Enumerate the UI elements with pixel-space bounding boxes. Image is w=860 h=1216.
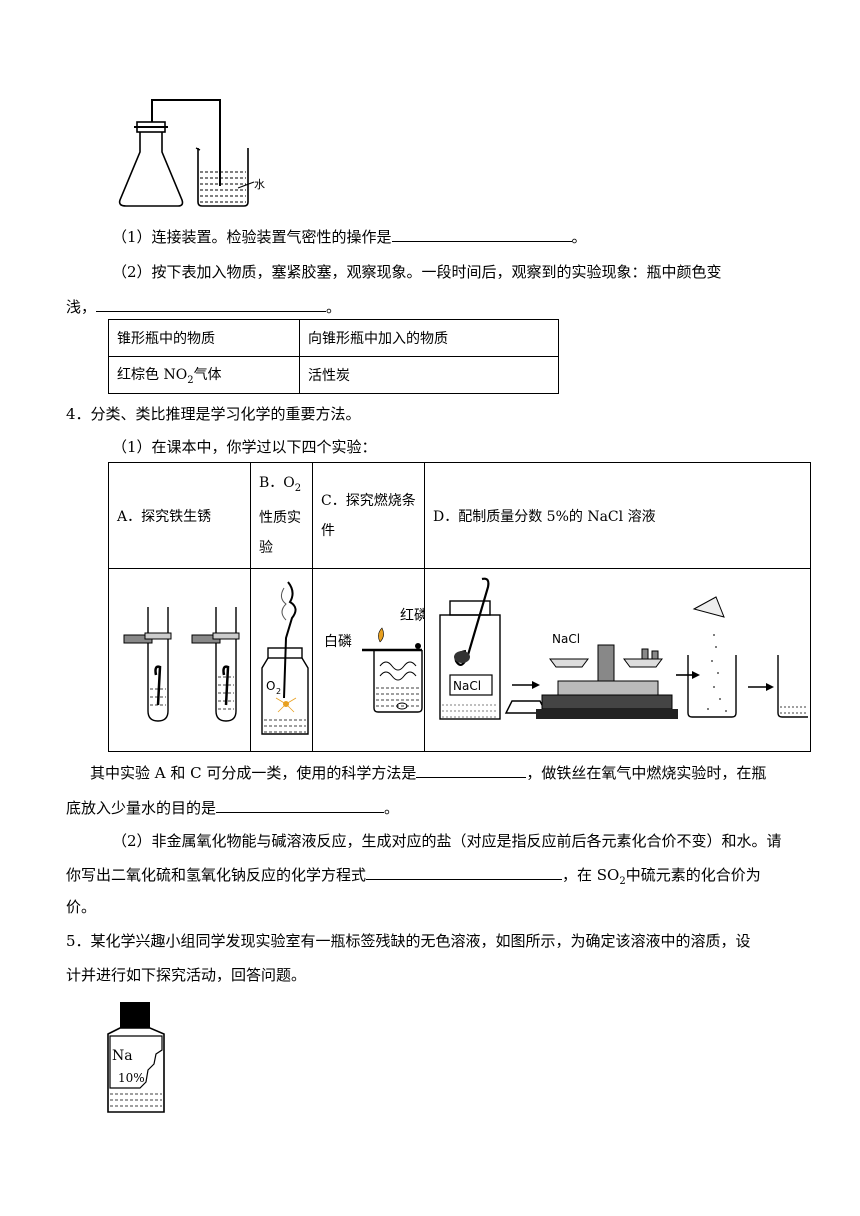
bottle-label-na: Na [112,1048,133,1064]
q4-part1: （1）在课本中，你学过以下四个实验： [112,438,377,456]
svg-text:O: O [266,679,275,693]
flask-beaker-apparatus: 水 [118,99,265,207]
q3-table-cell-2: 活性炭 [299,356,559,394]
balance-nacl-label: NaCl [552,632,580,646]
q5-line1: 5．某化学兴趣小组同学发现实验室有一瓶标签残缺的无色溶液，如图所示，为确定该溶液… [66,932,751,950]
exp-d-header: D．配制质量分数 5%的 NaCl 溶液 [424,462,811,569]
answer-blank[interactable] [96,296,327,312]
exp-a-header: A．探究铁生锈 [108,462,251,569]
q4-part1-text-c: 底放入少量水的目的是 [66,799,217,817]
iron-rust-test-tubes [123,607,240,722]
q4-part1-line1: 其中实验 A 和 C 可分成一类，使用的科学方法是 ，做铁丝在氧气中燃烧实验时，在… [90,762,766,783]
answer-blank[interactable] [216,797,385,813]
q5-line2: 计并进行如下探究活动，回答问题。 [66,966,307,984]
q3-part1: （1）连接装置。检验装置气密性的操作是 。 [112,226,587,247]
q4-part2-line2: 你写出二氧化硫和氢氧化钠反应的化学方程式 ，在 SO2中硫元素的化合价为 [66,864,761,892]
jar-nacl-label: NaCl [453,679,481,693]
q4-part2-line3: 价。 [66,898,97,916]
q3-table-header-1: 锥形瓶中的物质 [108,319,300,357]
q3-part1-end: 。 [571,228,587,246]
q4-part2-text-b: ，在 SO [562,866,620,884]
exp-c-header: C．探究燃烧条件 [312,462,425,569]
q3-part2-prefix: 浅， [66,298,97,316]
answer-blank[interactable] [416,762,527,778]
red-phosphorus-label: 红磷 [400,608,424,624]
q3-part1-text: （1）连接装置。检验装置气密性的操作是 [112,228,392,246]
q3-table-header-2: 向锥形瓶中加入的物质 [299,319,559,357]
q4-part2-sub: 2 [619,876,626,887]
q4-part1-text-a: 其中实验 A 和 C 可分成一类，使用的科学方法是 [90,764,417,782]
q4-part2-text-c: 中硫元素的化合价为 [625,866,761,884]
q3-part2-line2: 浅， 。 [66,296,341,317]
q3-table: 锥形瓶中的物质 向锥形瓶中加入的物质 红棕色 NO2气体 活性炭 [108,319,559,394]
q4-part2-line1: （2）非金属氧化物能与碱溶液反应，生成对应的盐（对应是指反应前后各元素化合价不变… [112,832,782,850]
oxygen-bottle-burning-wire: O 2 [261,581,309,735]
q4-part1-text-b: ，做铁丝在氧气中燃烧实验时，在瓶 [526,764,767,782]
svg-text:2: 2 [276,687,281,696]
broken-label-reagent-bottle: Na 10% [107,1002,165,1113]
exp-c-figure-cell [312,568,425,752]
water-label: 水 [254,178,265,191]
q4-part1-text-d: 。 [384,799,400,817]
q4-part1-line2: 底放入少量水的目的是 。 [66,797,399,818]
q4-title: 4．分类、类比推理是学习化学的重要方法。 [66,405,361,423]
bottle-label-concentration: 10% [118,1071,145,1085]
q4-part2-text-a: 你写出二氧化硫和氢氧化钠反应的化学方程式 [66,866,367,884]
exp-d-figure-cell [424,568,811,752]
nacl-solution-preparation: NaCl NaCl [439,577,808,720]
answer-blank[interactable] [366,864,563,880]
q3-table-cell-1: 红棕色 NO2气体 [108,356,300,394]
combustion-beaker-apparatus: 白磷 红磷 [324,608,424,713]
answer-blank[interactable] [391,226,572,242]
q3-part2-line1: （2）按下表加入物质，塞紧胶塞，观察现象。一段时间后，观察到的实验现象：瓶中颜色… [112,263,722,281]
white-phosphorus-label: 白磷 [324,634,352,650]
q3-part2-end: 。 [326,298,342,316]
